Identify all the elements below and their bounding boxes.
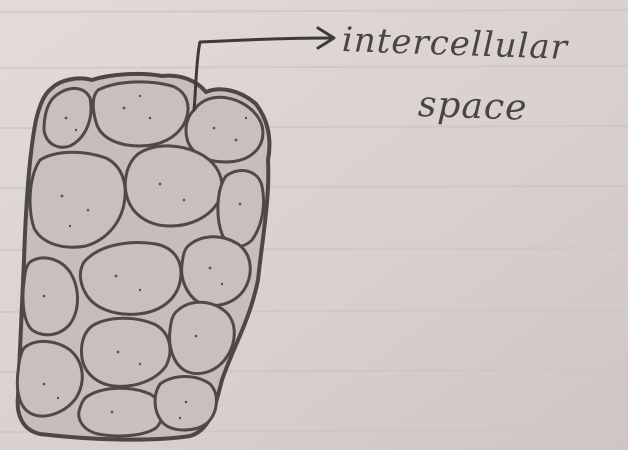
cell <box>182 237 251 306</box>
cell <box>93 82 188 146</box>
cell <box>79 388 162 436</box>
cell <box>81 318 170 386</box>
label-space: space <box>417 84 528 129</box>
cell <box>125 146 222 226</box>
cell <box>218 171 264 247</box>
cell <box>80 243 181 315</box>
cell <box>23 258 78 335</box>
label-intercellular: intercellular <box>341 20 568 68</box>
